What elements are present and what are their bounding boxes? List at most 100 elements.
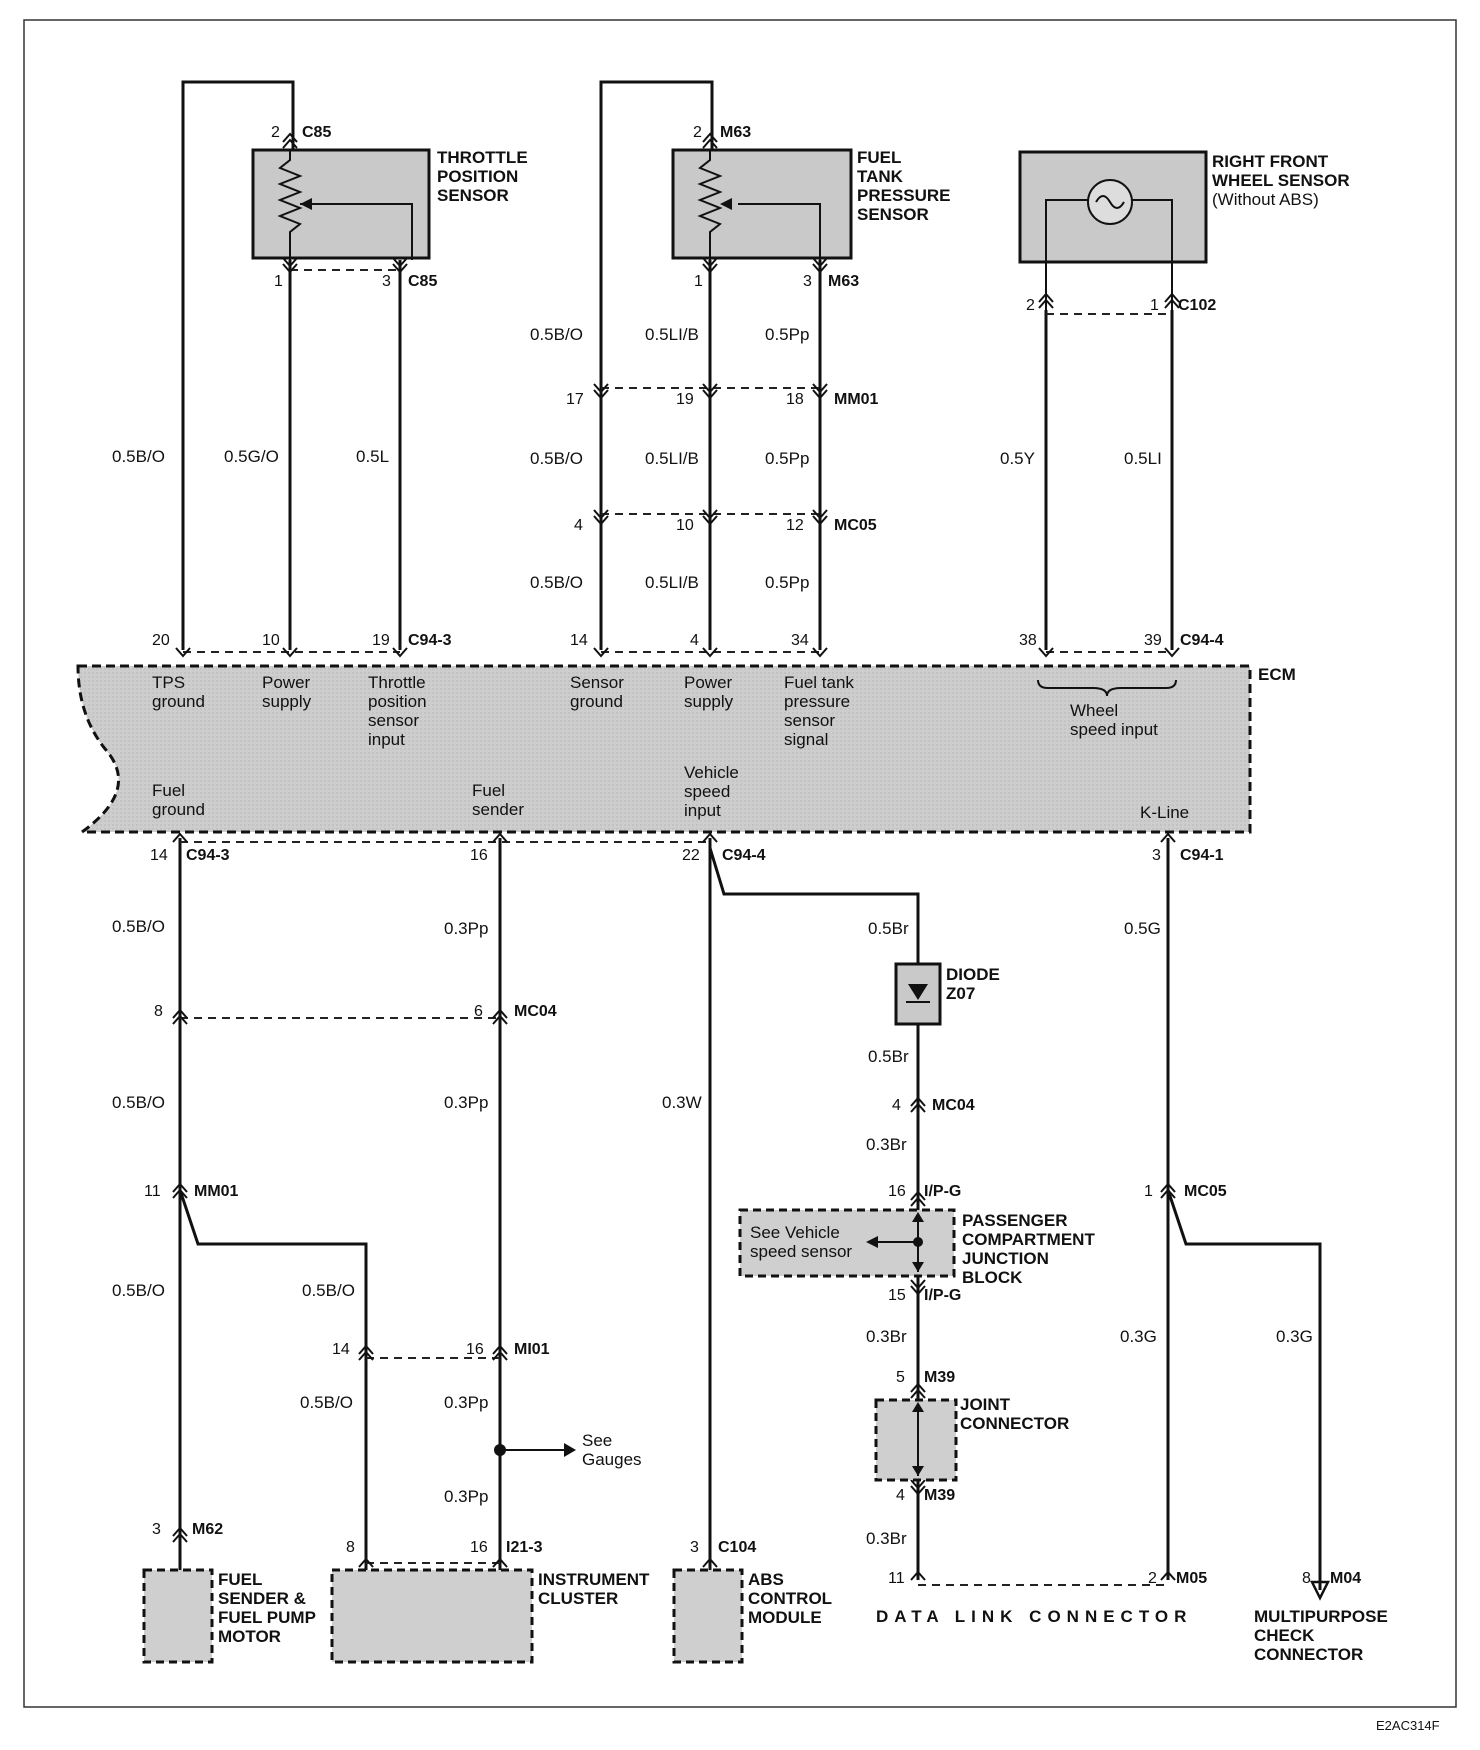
wire-label: 0.5LI/B bbox=[645, 325, 699, 344]
pcjb-name: COMPARTMENT bbox=[962, 1230, 1095, 1249]
tps-name: THROTTLE bbox=[437, 148, 528, 167]
pin-number: 4 bbox=[896, 1487, 905, 1504]
pin-number: 39 bbox=[1144, 632, 1162, 649]
wire-label: 0.3Br bbox=[866, 1529, 907, 1548]
wire-label: 0.3G bbox=[1276, 1327, 1313, 1346]
ecm-term-sensor-ground: Sensor bbox=[570, 673, 624, 692]
wire-label: 0.5Pp bbox=[765, 573, 809, 592]
pin-number: 3 bbox=[690, 1539, 699, 1556]
wire-label: 0.5Y bbox=[1000, 449, 1035, 468]
pin-number: 11 bbox=[144, 1183, 161, 1200]
page-frame bbox=[23, 19, 1457, 1708]
connector-label: M05 bbox=[1176, 1570, 1207, 1587]
pin-number: 1 bbox=[274, 273, 283, 290]
ecm-term-wheel-speed: Wheel bbox=[1070, 701, 1118, 720]
pin-number: 3 bbox=[1152, 847, 1161, 864]
instrument-cluster: INSTRUMENT CLUSTER bbox=[330, 1568, 650, 1664]
wire-label: 0.5Pp bbox=[765, 325, 809, 344]
wire-label: 0.3W bbox=[662, 1093, 702, 1112]
pin-number: 19 bbox=[372, 632, 390, 649]
connector-label: MC04 bbox=[514, 1003, 557, 1020]
connector-label: M04 bbox=[1330, 1570, 1361, 1587]
figure-id: E2AC314F bbox=[1376, 1718, 1440, 1733]
ecm-term-tps-input: sensor bbox=[368, 711, 419, 730]
connector-label: I/P-G bbox=[924, 1183, 961, 1200]
pin-number: 20 bbox=[152, 632, 170, 649]
pin-number: 14 bbox=[332, 1341, 350, 1358]
pin-number: 11 bbox=[888, 1570, 905, 1587]
pin-number: 3 bbox=[382, 273, 391, 290]
abs-control-module: ABS CONTROL MODULE bbox=[672, 1568, 832, 1664]
fuel-sender-name: MOTOR bbox=[218, 1627, 281, 1646]
ecm-term-tps-input: Throttle bbox=[368, 673, 426, 692]
wheel-sensor-name: RIGHT FRONT bbox=[1212, 152, 1329, 171]
pin-number: 5 bbox=[896, 1369, 905, 1386]
wire-tps-ground bbox=[181, 80, 295, 650]
wire-label: 0.5Pp bbox=[765, 449, 809, 468]
pin-number: 14 bbox=[150, 847, 168, 864]
ecm-term-fuel-ground: ground bbox=[152, 800, 205, 819]
cluster-name: INSTRUMENT bbox=[538, 1570, 650, 1589]
ecm-term-ftps-signal: signal bbox=[784, 730, 828, 749]
pin-number: 12 bbox=[786, 517, 804, 534]
wire-label: 0.5B/O bbox=[112, 447, 165, 466]
pin-number: 8 bbox=[154, 1003, 163, 1020]
pin-number: 2 bbox=[271, 124, 280, 141]
diode-name: Z07 bbox=[946, 984, 975, 1003]
connector-label: C94-4 bbox=[722, 847, 766, 864]
wire-label: 0.3G bbox=[1120, 1327, 1157, 1346]
wire-label: 0.5LI bbox=[1124, 449, 1162, 468]
ecm-term-sensor-ground: ground bbox=[570, 692, 623, 711]
connector-label: M39 bbox=[924, 1487, 955, 1504]
fuel-sender-name: SENDER & bbox=[218, 1589, 306, 1608]
potentiometer-symbol bbox=[697, 150, 821, 260]
pin-number: 16 bbox=[888, 1183, 906, 1200]
wire-label: 0.5B/O bbox=[302, 1281, 355, 1300]
connector-label: MC04 bbox=[932, 1097, 975, 1114]
wire-ftps-ground bbox=[599, 80, 714, 650]
wheel-speed-brace bbox=[1037, 679, 1177, 697]
pin-number: 10 bbox=[262, 632, 280, 649]
see-gauges-text: Gauges bbox=[582, 1450, 642, 1469]
connector-label: M39 bbox=[924, 1369, 955, 1386]
wire-label: 0.3Br bbox=[866, 1327, 907, 1346]
pcjb-name: JUNCTION bbox=[962, 1249, 1049, 1268]
connector-label: MM01 bbox=[194, 1183, 239, 1200]
pin-number: 15 bbox=[888, 1287, 906, 1304]
connector-label: C94-3 bbox=[408, 632, 452, 649]
throttle-position-sensor: THROTTLE POSITION SENSOR C85 2 1 3 C85 bbox=[251, 124, 528, 290]
connector-chevrons bbox=[172, 832, 1176, 1581]
see-vss-ref: speed sensor bbox=[750, 1242, 852, 1261]
see-vss-ref: See Vehicle bbox=[750, 1223, 840, 1242]
ftps-name: PRESSURE bbox=[857, 186, 951, 205]
joint-connector: JOINT CONNECTOR bbox=[874, 1395, 1069, 1482]
ecm-term-wheel-speed: speed input bbox=[1070, 720, 1158, 739]
fuel-sender-name: FUEL bbox=[218, 1570, 262, 1589]
multipurpose-check-connector: MULTIPURPOSE CHECK CONNECTOR bbox=[1254, 1607, 1388, 1664]
ftps-name: SENSOR bbox=[857, 205, 929, 224]
connector-label: C104 bbox=[718, 1539, 756, 1556]
abs-name: MODULE bbox=[748, 1608, 822, 1627]
connector-label: MI01 bbox=[514, 1341, 550, 1358]
wire-label: 0.5B/O bbox=[530, 573, 583, 592]
wire-label: 0.3Pp bbox=[444, 919, 488, 938]
ecm-term-power-supply: supply bbox=[262, 692, 312, 711]
connector-label: M62 bbox=[192, 1521, 223, 1538]
pin-number: 38 bbox=[1019, 632, 1037, 649]
wire-label: 0.5LI/B bbox=[645, 449, 699, 468]
wire-label: 0.5Br bbox=[868, 1047, 909, 1066]
wire-label: 0.5Br bbox=[868, 919, 909, 938]
ecm-term-vss-input: Vehicle bbox=[684, 763, 739, 782]
connector-label: MC05 bbox=[1184, 1183, 1227, 1200]
arrow-left-icon bbox=[866, 1236, 878, 1248]
abs-name: CONTROL bbox=[748, 1589, 832, 1608]
wheel-sensor-name: WHEEL SENSOR bbox=[1212, 171, 1350, 190]
ecm-term-fuel-sender: sender bbox=[472, 800, 524, 819]
ecm-term-fuel-ground: Fuel bbox=[152, 781, 185, 800]
diode-z07: DIODE Z07 bbox=[894, 962, 1000, 1026]
pin-number: 16 bbox=[470, 1539, 488, 1556]
pin-number: 4 bbox=[574, 517, 583, 534]
ecm-name: ECM bbox=[1258, 665, 1296, 684]
ecm-term-power-supply: supply bbox=[684, 692, 734, 711]
connector-label: C102 bbox=[1178, 297, 1216, 314]
